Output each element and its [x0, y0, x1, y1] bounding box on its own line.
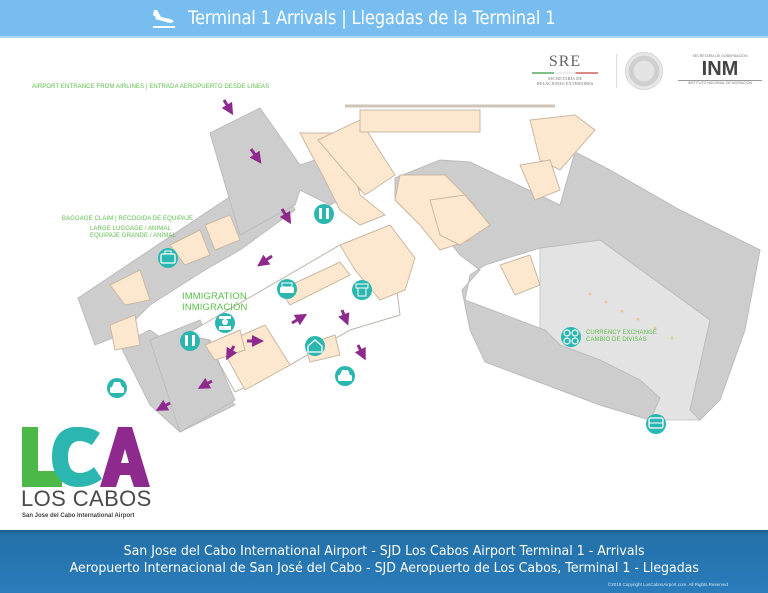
inm-logo: SECRETARÍA DE GOBERNACIÓN INM INSTITUTO …: [678, 54, 762, 85]
agency-logos: SRE SECRETARÍA DE RELACIONES EXTERIORES …: [520, 48, 765, 92]
mexico-seal-icon: [625, 52, 663, 90]
terminal-map: AIRPORT ENTRANCE FROM AIRLINES | ENTRADA…: [0, 40, 768, 530]
direction-arrows: [155, 99, 366, 411]
lca-logo-mark: [22, 427, 150, 487]
immigration-label-en: IMMIGRATION: [182, 291, 247, 302]
large-luggage-label-es: EQUIPAJE GRANDE / ANIMAL: [90, 233, 176, 239]
currency-exchange-label-en: CURRENCY EXCHANGE: [586, 330, 657, 336]
floor-plan: [77, 99, 761, 433]
los-cabos-logo: LOS CABOS San Jose del Cabo Internationa…: [20, 425, 160, 525]
page-title: Terminal 1 Arrivals | Llegadas de la Ter…: [188, 7, 556, 29]
entrance-label: AIRPORT ENTRANCE FROM AIRLINES | ENTRADA…: [32, 84, 270, 90]
currency-exchange-label-es: CAMBIO DE DIVISAS: [586, 337, 647, 343]
footer-line-en: San Jose del Cabo International Airport …: [123, 543, 645, 559]
baggage-claim-label: BAGGAGE CLAIM | RECOGIDA DE EQUIPAJE: [62, 216, 194, 222]
copyright-text: ©2018 Copyright LosCabosAirport.com. All…: [607, 582, 728, 587]
footer-line-es: Aeropuerto Internacional de San José del…: [69, 560, 699, 576]
header-bar: Terminal 1 Arrivals | Llegadas de la Ter…: [0, 0, 768, 38]
brand-name: LOS CABOS: [21, 486, 152, 511]
immigration-label-es: INMIGRACIÓN: [182, 302, 248, 313]
footer-bar: San Jose del Cabo International Airport …: [0, 530, 768, 593]
plane-landing-icon: [153, 10, 176, 28]
brand-subtitle: San Jose del Cabo International Airport: [22, 513, 135, 519]
large-luggage-label-en: LARGE LUGGAGE / ANIMAL: [90, 226, 171, 232]
sre-logo: SRE SECRETARÍA DE RELACIONES EXTERIORES: [528, 54, 602, 86]
